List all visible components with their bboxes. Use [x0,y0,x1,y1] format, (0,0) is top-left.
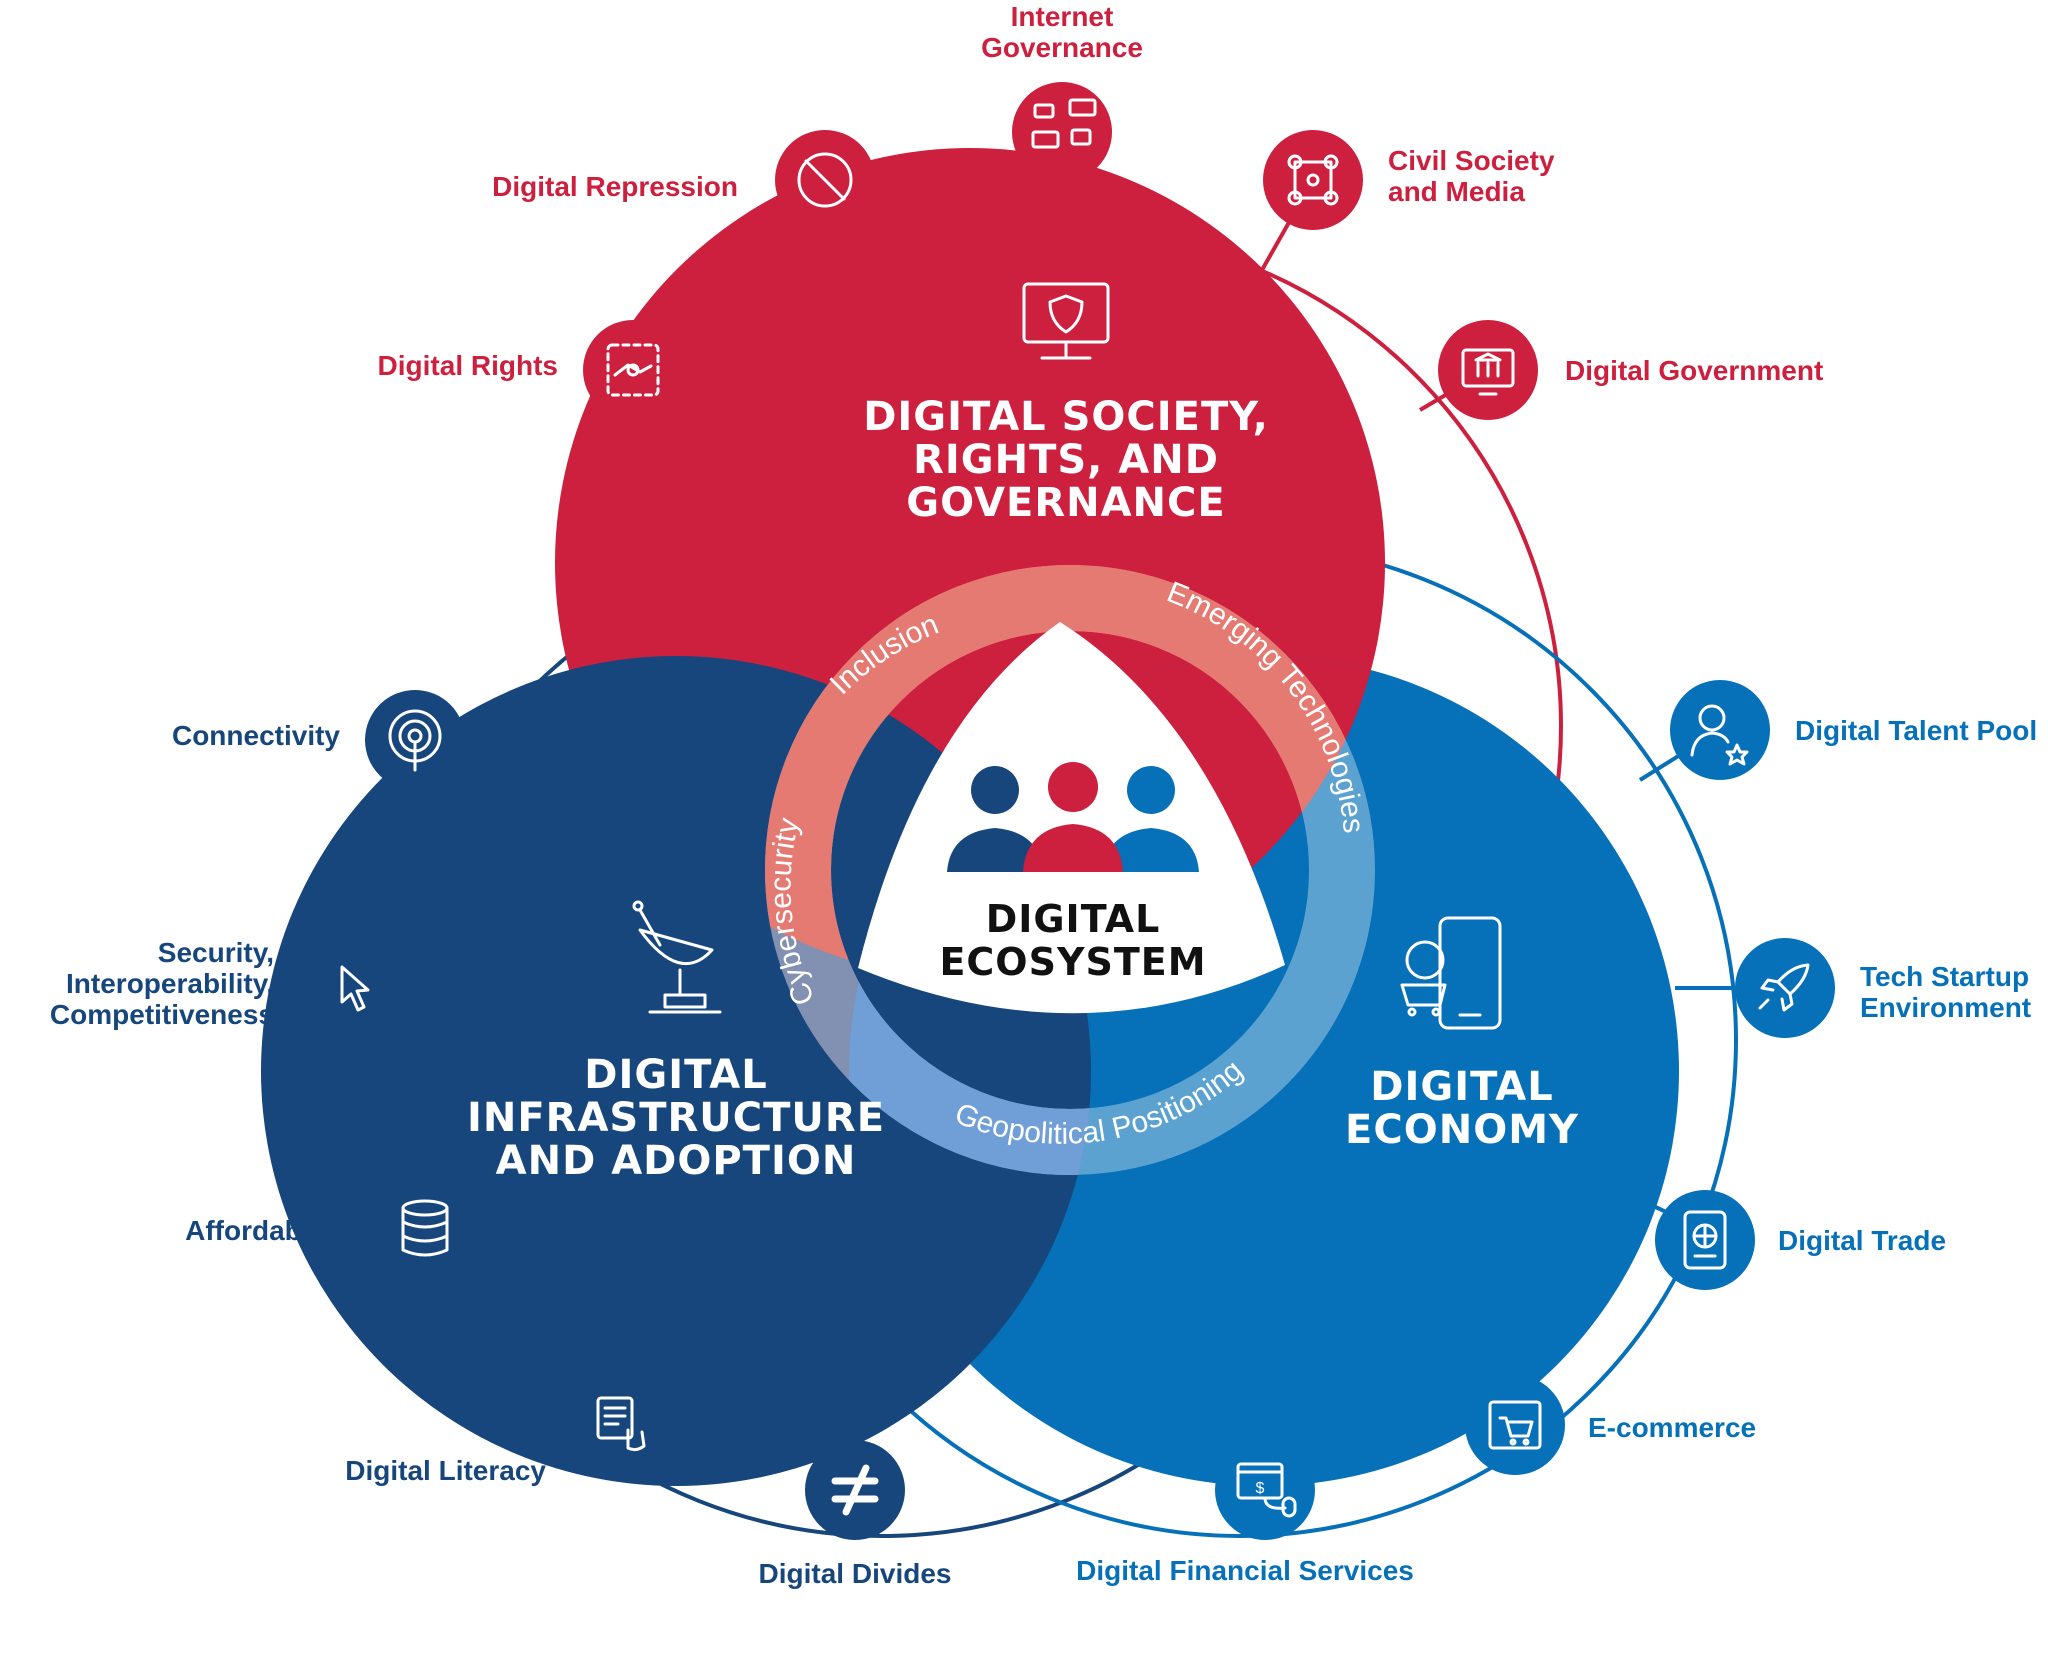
economy-title-line2: ECONOMY [1345,1107,1579,1153]
affordability-label: Affordability [185,1215,350,1246]
connectivity-node[interactable] [365,690,465,790]
security-label-line1: Security, [158,937,274,968]
economy-title-line1: DIGITAL [1370,1064,1553,1110]
chat-users-icon [1031,98,1097,149]
digital-literacy-node[interactable] [570,1370,670,1470]
center-triangle [858,622,1285,1014]
network-people-icon [1287,154,1339,206]
center-title-line2: ECOSYSTEM [939,940,1206,984]
tech-startup-label-line2: Environment [1860,992,2031,1023]
society-title-line2: RIGHTS, AND [913,437,1219,483]
digital-financial-services-label: Digital Financial Services [1076,1555,1414,1586]
shopping-cart-icon [1488,1400,1542,1450]
satellite-dish-icon [632,900,722,1014]
internet-governance-label-line2: Governance [981,32,1143,63]
infrastructure-title-line1: DIGITAL [584,1052,767,1098]
rocket-icon [1758,963,1810,1012]
cross-cutting-ring [765,565,1375,1175]
mobile-commerce-icon [1400,916,1502,1030]
antenna-signal-icon [388,709,442,772]
svg-text:$: $ [1256,1480,1265,1497]
digital-trade-node[interactable] [1655,1190,1755,1290]
person-star-icon [1690,704,1749,766]
monitor-shield-icon [1022,282,1110,360]
security-label-line2: Interoperability, [66,968,274,999]
digital-financial-services-node[interactable]: $ [1215,1440,1315,1540]
infrastructure-circle [261,656,1091,1486]
digital-talent-pool-node[interactable] [1670,680,1770,780]
digital-literacy-label: Digital Literacy [345,1455,546,1486]
internet-governance-node[interactable] [1012,82,1112,182]
digital-government-label: Digital Government [1565,355,1823,386]
digital-divides-label: Digital Divides [759,1558,952,1589]
connectivity-label: Connectivity [172,720,340,751]
digital-divides-node[interactable] [805,1440,905,1540]
digital-rights-node[interactable] [583,320,683,420]
internet-governance-label-line1: Internet [1011,1,1114,32]
civil-society-label-line1: Civil Society [1388,145,1555,176]
ecommerce-label: E-commerce [1588,1412,1756,1443]
security-node[interactable] [303,937,403,1037]
digital-repression-label: Digital Repression [492,171,738,202]
browser-payment-icon: $ [1236,1462,1297,1518]
tech-startup-label-line1: Tech Startup [1860,961,2029,992]
security-label-line3: Competitiveness [50,999,274,1030]
digital-trade-label: Digital Trade [1778,1225,1946,1256]
document-touch-icon [596,1396,646,1452]
cursor-icon [340,965,370,1012]
infrastructure-title-line3: AND ADOPTION [496,1138,857,1184]
infrastructure-title-line2: INFRASTRUCTURE [467,1095,885,1141]
tech-startup-node[interactable] [1735,938,1835,1038]
civil-society-label-line2: and Media [1388,176,1525,207]
civil-society-node[interactable] [1263,130,1363,230]
digital-repression-node[interactable] [775,130,875,230]
digital-rights-label: Digital Rights [378,350,558,381]
society-title-line3: GOVERNANCE [906,480,1225,526]
society-title-line1: DIGITAL SOCIETY, [863,394,1269,440]
tablet-globe-icon [1683,1210,1727,1270]
coins-icon [401,1199,449,1257]
center-title-line1: DIGITAL [986,897,1161,941]
government-building-icon [1461,348,1515,396]
affordability-node[interactable] [375,1180,475,1280]
people-group-icon [947,762,1199,872]
not-equal-icon [831,1464,879,1516]
prohibited-icon [797,152,853,208]
ecommerce-node[interactable] [1465,1375,1565,1475]
digital-talent-pool-label: Digital Talent Pool [1795,715,2037,746]
digital-government-node[interactable] [1438,320,1538,420]
circuit-handshake-icon [606,343,660,397]
